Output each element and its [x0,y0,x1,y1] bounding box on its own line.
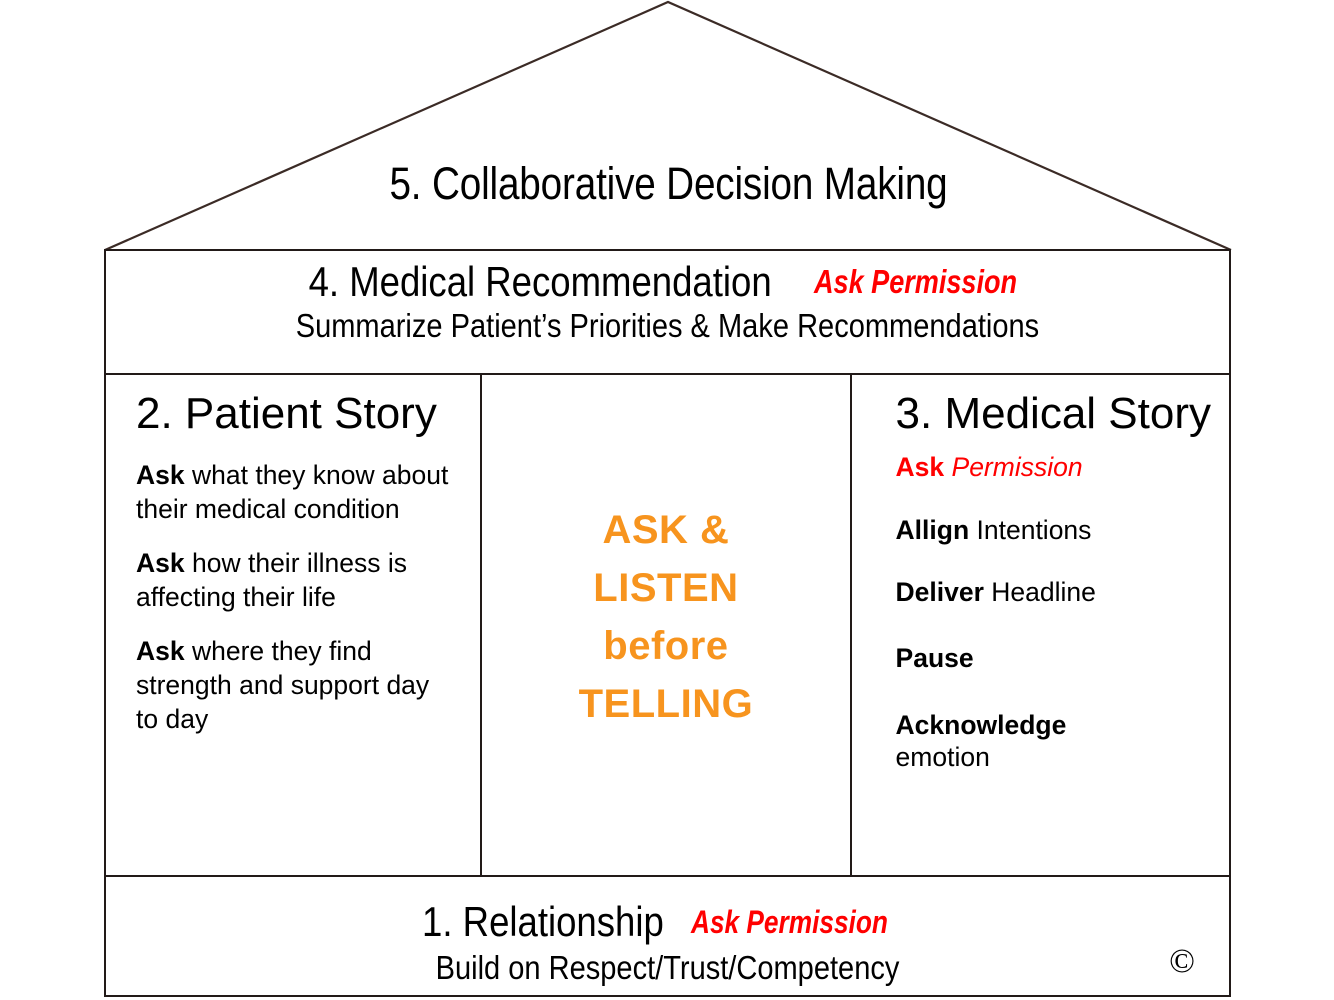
center-line: before [603,624,729,668]
item-rest: emotion [895,741,990,772]
foundation-ask-permission-tag: Ask Permission [691,904,889,940]
section-ask-and-listen: ASK & LISTEN before TELLING [480,375,852,875]
item-lead: Deliver [895,576,984,607]
attic-subtitle: Summarize Patient’s Priorities & Make Re… [295,307,1040,344]
copyright-icon: © [1169,943,1195,980]
middle-row: 2. Patient Story Ask what they know abou… [106,375,1229,875]
bullet-rest: how their illness is affecting their lif… [136,548,408,612]
section-patient-story: 2. Patient Story Ask what they know abou… [106,375,480,875]
center-line: ASK & [602,508,730,552]
item-rest: Intentions [969,514,1092,545]
medical-story-item-deliver-headline: Deliver Headline [896,576,1211,608]
item-lead: Ask [895,452,945,483]
roof-outline [104,0,1232,252]
center-line: TELLING [578,682,754,726]
roof-gable-line [104,0,1232,252]
medical-story-item-acknowledge-emotion: Acknowledge emotion [896,709,1211,774]
section-relationship: 1. Relationship Ask Permission Build on R… [106,875,1229,995]
item-lead: Acknowledge [895,709,1067,740]
bullet-lead: Ask [136,460,185,491]
item-rest: Permission [944,452,1083,483]
item-lead: Pause [895,643,974,674]
patient-story-bullet: Ask where they find strength and support… [136,635,456,737]
medical-story-item-ask-permission: Ask Permission [896,451,1211,483]
patient-story-bullet: Ask how their illness is affecting their… [136,547,456,615]
bullet-lead: Ask [136,635,185,666]
foundation-subtitle: Build on Respect/Trust/Competency [435,949,900,986]
attic-heading-row: 4. Medical Recommendation Ask Permission [106,261,1229,303]
ask-listen-before-telling-block: ASK & LISTEN before TELLING [579,501,754,733]
medical-story-item-pause: Pause [896,642,1211,674]
medical-story-item-allign-intentions: Allign Intentions [896,514,1211,546]
section-medical-story: 3. Medical Story Ask Permission Allign I… [852,375,1229,875]
bullet-rest: where they find strength and support day… [136,635,430,734]
bullet-rest: what they know about their medical condi… [136,460,449,525]
item-lead: Allign [895,514,970,545]
item-rest: Headline [983,576,1096,607]
foundation-title: 1. Relationship [421,898,664,945]
foundation-subtitle-row: Build on Respect/Trust/Competency [106,951,1229,984]
center-line: LISTEN [593,566,739,610]
roof-label-collaborative-decision-making: 5. Collaborative Decision Making [389,158,948,209]
medical-story-title: 3. Medical Story [895,389,1211,438]
attic-title: 4. Medical Recommendation [308,258,772,305]
patient-story-bullet: Ask what they know about their medical c… [136,459,456,527]
patient-story-title: 2. Patient Story [136,389,437,438]
foundation-heading-row: 1. Relationship Ask Permission [106,901,1229,943]
attic-ask-permission-tag: Ask Permission [813,263,1017,300]
attic-subtitle-row: Summarize Patient’s Priorities & Make Re… [106,309,1229,342]
bullet-lead: Ask [136,548,185,578]
